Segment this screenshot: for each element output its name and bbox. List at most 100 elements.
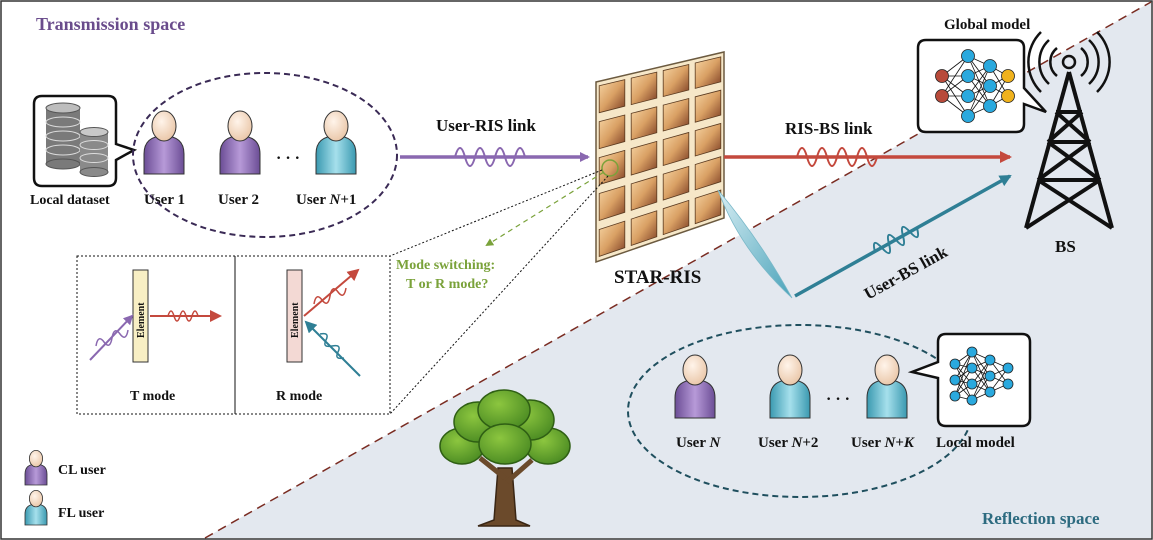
network-node: [983, 99, 997, 113]
network-node: [949, 358, 961, 370]
legend-cl-user-icon: [24, 449, 48, 486]
network-node: [984, 354, 996, 366]
ris-element-tile: [662, 63, 690, 97]
network-node: [949, 390, 961, 402]
zoom-line-top: [389, 169, 603, 257]
modes-inset-box: [76, 255, 391, 415]
network-node: [1002, 378, 1014, 390]
user-n-plus-k-avatar: [866, 354, 908, 419]
reflection-ellipsis: · · ·: [826, 391, 850, 408]
t-mode-diagram: Element: [89, 269, 222, 363]
network-edge: [954, 351, 973, 397]
ris-element-tile: [662, 199, 690, 236]
network-node: [966, 346, 978, 358]
mode-switch-line1: Mode switching:: [396, 258, 495, 273]
ris-bs-wave-icon: [796, 147, 878, 167]
ris-element-tile: [694, 156, 722, 191]
global-model-label: Global model: [944, 17, 1030, 33]
ris-element-tile: [662, 97, 690, 132]
r-mode-element-label: Element: [290, 302, 301, 338]
network-node: [1001, 89, 1015, 103]
ris-element-tile: [694, 122, 722, 157]
network-node: [949, 374, 961, 386]
ris-element-tile: [598, 114, 626, 150]
mode-switch-arrow: [485, 171, 605, 247]
local-model-network-icon: [949, 346, 1014, 406]
network-node: [935, 69, 949, 83]
ris-element-tile: [662, 165, 690, 201]
network-node: [984, 370, 996, 382]
network-edge: [954, 351, 973, 381]
local-model-label: Local model: [936, 435, 1015, 451]
ris-element-tile: [630, 210, 658, 247]
user-2-avatar: [219, 110, 261, 175]
network-node: [961, 109, 975, 123]
user-n-label: User N: [676, 435, 721, 451]
bs-antenna-signal-icon: [1027, 31, 1111, 93]
bs-tower-icon: [1024, 71, 1114, 230]
r-mode-label: R mode: [276, 389, 322, 404]
user-n-plus-2-label: User N+2: [758, 435, 818, 451]
ris-element-tile: [630, 140, 658, 176]
ris-element-tile: [630, 106, 658, 141]
transmission-user-group: [132, 72, 398, 238]
database-icon: [45, 102, 109, 177]
user-ris-link-label: User-RIS link: [436, 116, 537, 135]
user-n-plus-1-label: User N+1: [296, 192, 356, 208]
network-edge: [941, 55, 969, 97]
network-node: [966, 362, 978, 374]
user-n-plus-k-label: User N+K: [851, 435, 915, 451]
ris-element-tile: [598, 220, 626, 257]
network-node: [1001, 69, 1015, 83]
legend-fl-user-label: FL user: [58, 506, 104, 521]
network-node: [966, 394, 978, 406]
user-bs-wave-icon: [872, 225, 920, 255]
global-model-bubble: [916, 38, 1047, 134]
ris-element-highlight: [601, 159, 619, 177]
transmission-ellipsis: · · ·: [276, 150, 300, 167]
ris-element-tile: [630, 71, 658, 106]
star-ris-elements: [598, 56, 722, 257]
network-node: [935, 89, 949, 103]
network-edge: [967, 65, 991, 117]
network-node: [983, 79, 997, 93]
ris-element-tile: [694, 189, 722, 225]
local-dataset-bubble: [32, 94, 138, 188]
t-mode-label: T mode: [130, 389, 175, 404]
t-mode-element-label: Element: [136, 302, 147, 338]
network-node: [984, 386, 996, 398]
network-edge: [954, 367, 973, 397]
network-edge: [971, 359, 991, 401]
star-ris-panel: [595, 51, 725, 264]
network-node: [961, 89, 975, 103]
ris-element-tile: [630, 175, 658, 211]
user-1-label: User 1: [144, 192, 185, 208]
mode-switch-line2: T or R mode?: [406, 277, 488, 292]
network-node: [961, 69, 975, 83]
user-2-label: User 2: [218, 192, 259, 208]
network-node: [983, 59, 997, 73]
ris-element-tile: [694, 89, 722, 123]
r-mode-diagram: Element: [286, 268, 361, 377]
user-n-plus-2-avatar: [769, 354, 811, 419]
transmission-space-title: Transmission space: [36, 14, 185, 34]
star-ris-label: STAR-RIS: [614, 267, 701, 288]
legend-fl-user-icon: [24, 489, 48, 526]
reflection-space-title: Reflection space: [982, 509, 1100, 528]
ris-element-tile: [598, 185, 626, 222]
ris-element-tile: [598, 79, 626, 114]
global-model-network-icon: [935, 49, 1015, 123]
bs-label: BS: [1055, 237, 1076, 256]
user-1-avatar: [143, 110, 185, 175]
user-ris-wave-icon: [454, 147, 526, 167]
ris-element-tile: [598, 149, 626, 186]
legend-cl-user-label: CL user: [58, 463, 106, 478]
local-dataset-label: Local dataset: [30, 193, 110, 208]
tree-icon: [439, 389, 571, 527]
network-node: [961, 49, 975, 63]
reflection-beam: [717, 189, 793, 299]
ris-element-tile: [662, 131, 690, 167]
zoom-line-bottom: [389, 175, 609, 415]
